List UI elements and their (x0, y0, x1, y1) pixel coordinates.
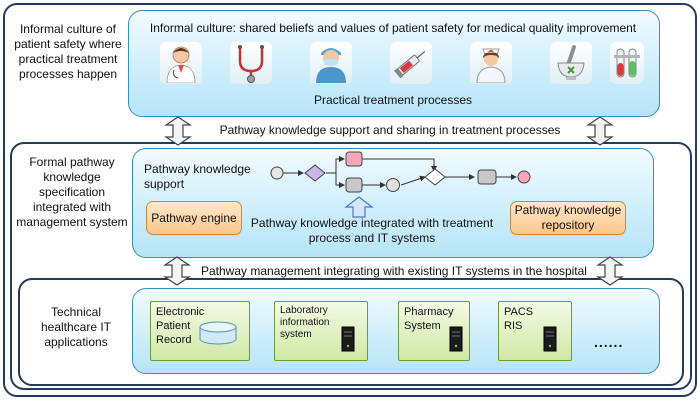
icon-row (150, 40, 644, 88)
doctor-icon (160, 42, 202, 84)
system-label: Pharmacy System (404, 306, 454, 332)
mortar-pestle-icon (550, 42, 592, 84)
informal-culture-title: Informal culture: shared beliefs and val… (149, 21, 637, 35)
pathway-repository-box: Pathway knowledge repository (510, 201, 626, 235)
double-arrow-right-1 (586, 116, 614, 146)
surgeon-icon (310, 42, 352, 84)
pathway-support-label: Pathway knowledge support (144, 162, 251, 191)
process-flow-diagram (270, 151, 531, 193)
double-arrow-right-2 (596, 256, 624, 286)
server-icon (449, 326, 463, 352)
database-icon (199, 321, 237, 345)
syringe-icon (390, 42, 432, 84)
pathway-integration-label: Pathway knowledge integrated with treatm… (250, 216, 494, 245)
layer1-side-label: Informal culture of patient safety where… (14, 22, 122, 81)
pacs-ris-box: PACS RIS (498, 301, 572, 361)
up-arrow-icon (344, 196, 374, 218)
connector1-label: Pathway knowledge support and sharing in… (219, 123, 561, 137)
gateway-split (304, 164, 326, 182)
task-gray-1 (345, 177, 363, 193)
pathway-engine-box: Pathway engine (146, 201, 242, 235)
stethoscope-icon (230, 42, 272, 84)
more-systems-ellipsis: ...... (594, 334, 624, 350)
layer3-side-label: Technical healthcare IT applications (40, 305, 112, 349)
task-pink (345, 151, 363, 167)
double-arrow-left-2 (163, 256, 191, 286)
system-label: Electronic Patient Record (156, 306, 205, 346)
server-icon (543, 326, 557, 352)
start-event (270, 166, 284, 180)
connector2-label: Pathway management integrating with exis… (201, 264, 587, 278)
intermediate-event (386, 178, 400, 192)
server-icon (341, 326, 355, 352)
task-gray-2 (477, 169, 497, 185)
system-label: Laboratory information system (280, 305, 330, 340)
layer2-side-label: Formal pathway knowledge specification i… (16, 155, 128, 229)
test-tubes-icon (610, 42, 644, 84)
nurse-icon (470, 42, 512, 84)
laboratory-system-box: Laboratory information system (274, 301, 368, 361)
gateway-join (424, 168, 446, 186)
system-label: PACS RIS (504, 306, 534, 332)
end-event (517, 170, 531, 184)
double-arrow-left-1 (164, 116, 192, 146)
practical-treatment-label: Practical treatment processes (313, 93, 473, 107)
